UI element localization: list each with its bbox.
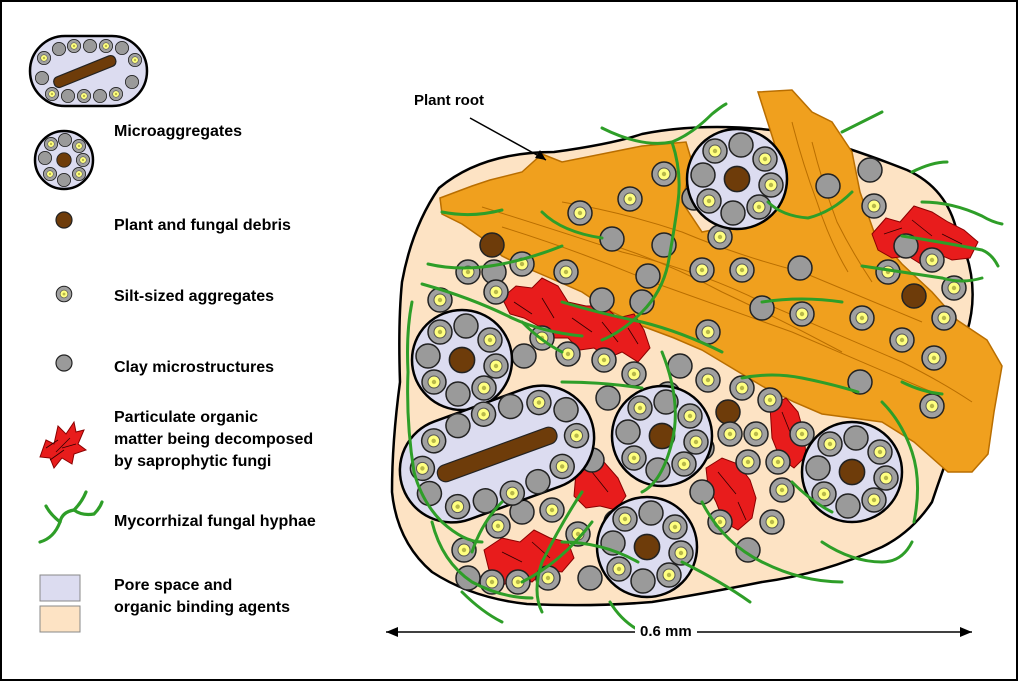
- legend-label-organic-matter-3: by saprophytic fungi: [114, 452, 271, 472]
- microaggregate-left: [412, 310, 512, 410]
- legend-icon-clay: [56, 355, 72, 371]
- legend-label-debris: Plant and fungal debris: [114, 216, 291, 236]
- scale-bar-label: 0.6 mm: [635, 623, 697, 641]
- legend-icon-debris: [56, 212, 72, 228]
- legend-label-hyphae: Mycorrhizal fungal hyphae: [114, 512, 316, 532]
- legend-icon-microaggregate: [35, 131, 93, 189]
- microaggregate-bottom: [597, 497, 697, 597]
- legend-label-clay: Clay microstructures: [114, 358, 274, 378]
- legend-swatch-pore-space: [40, 575, 80, 601]
- root-pointer-arrow: [470, 118, 546, 160]
- microaggregate-top: [687, 129, 787, 229]
- legend-icon-hyphae: [40, 492, 102, 542]
- legend-label-silt: Silt-sized aggregates: [114, 287, 274, 307]
- legend-swatch-binding-agents: [40, 606, 80, 632]
- legend-label-microaggregates: Microaggregates: [114, 122, 242, 142]
- legend-label-pore-space: Pore space and: [114, 576, 232, 596]
- legend-icon-large-microaggregate: [30, 36, 147, 106]
- legend-icon-silt: [56, 286, 72, 302]
- plant-root-label: Plant root: [414, 92, 484, 110]
- microaggregate-right: [802, 422, 902, 522]
- legend-label-organic-matter-1: Particulate organic: [114, 408, 258, 428]
- legend-label-organic-matter-2: matter being decomposed: [114, 430, 313, 450]
- legend-label-binding-agents: organic binding agents: [114, 598, 290, 618]
- legend-icon-organic-matter: [40, 422, 86, 468]
